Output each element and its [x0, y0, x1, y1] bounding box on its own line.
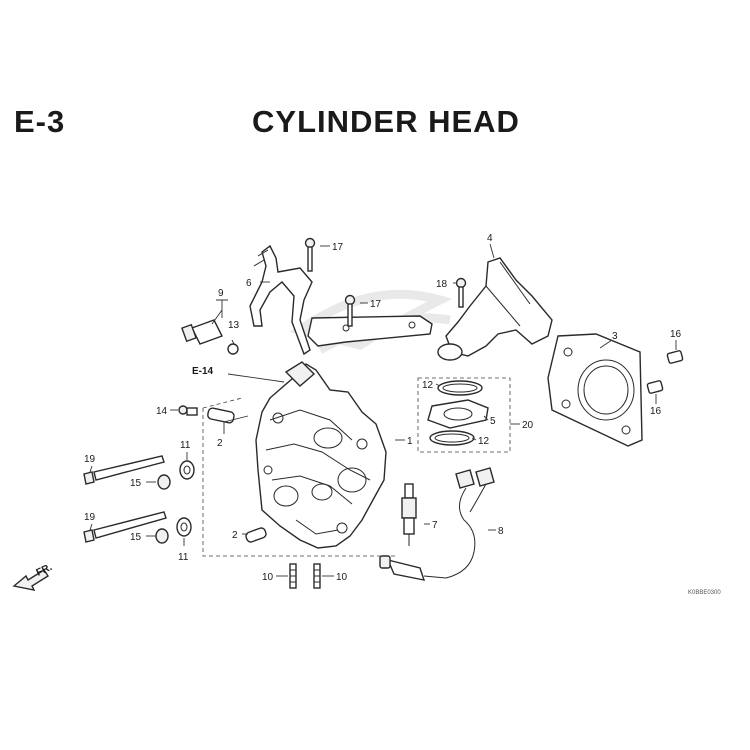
guide-pin-2-lower — [245, 527, 267, 543]
stud-10-right — [313, 563, 321, 589]
temperature-sensor-part — [181, 319, 239, 355]
o2-sensor-part — [379, 467, 495, 581]
callout-12-upper: 12 — [422, 380, 434, 391]
callout-2-lower: 2 — [232, 530, 238, 541]
nut-15-upper — [157, 474, 171, 490]
callout-labels: 17 17 6 9 13 18 4 3 16 16 12 12 5 20 1 1… — [84, 233, 682, 583]
callout-20: 20 — [522, 420, 534, 431]
breather-stay-part — [249, 244, 313, 356]
o-ring-12-upper — [437, 380, 483, 396]
assembly-box-insulator — [417, 377, 520, 453]
flange-bolt-17-upper — [304, 237, 316, 272]
cylinder-head-gasket-part — [547, 333, 643, 447]
front-direction-label: FR. — [35, 562, 54, 579]
callout-19-upper: 19 — [84, 454, 96, 465]
callout-15-upper: 15 — [130, 478, 142, 489]
dowel-pin-16-lower — [646, 380, 664, 394]
o-ring-12-lower — [429, 430, 475, 446]
callout-7: 7 — [432, 520, 438, 531]
callout-3: 3 — [612, 331, 618, 342]
assembly-box-cylinder-head — [202, 397, 405, 557]
callout-11-lower: 11 — [178, 552, 189, 563]
callout-16-upper: 16 — [670, 329, 682, 340]
callout-4: 4 — [487, 233, 493, 244]
callout-9: 9 — [218, 288, 224, 299]
callout-5: 5 — [490, 416, 496, 427]
section-code: E-3 — [14, 104, 66, 139]
flange-bolt-18 — [455, 277, 467, 308]
callout-12-lower: 12 — [478, 436, 490, 447]
callout-6: 6 — [246, 278, 252, 289]
callout-14: 14 — [156, 406, 168, 417]
callout-10-right: 10 — [336, 572, 348, 583]
bracket-plate-part — [307, 315, 433, 347]
spark-plug-part — [401, 483, 417, 546]
callout-18: 18 — [436, 279, 448, 290]
callout-17-upper: 17 — [332, 242, 344, 253]
washer-11-upper — [179, 460, 195, 480]
callout-16-lower: 16 — [650, 406, 662, 417]
cylinder-head-part — [255, 361, 387, 549]
washer-11-lower — [176, 517, 192, 537]
callout-11-upper: 11 — [180, 440, 191, 451]
front-direction-arrow — [12, 569, 49, 591]
guide-pin-2-upper — [207, 407, 235, 424]
stud-bolt-19-lower — [83, 511, 167, 543]
stud-bolt-19-upper — [83, 455, 165, 485]
dowel-pin-16-upper — [666, 350, 684, 364]
callout-1: 1 — [407, 436, 413, 447]
callout-13: 13 — [228, 320, 240, 331]
callout-2-upper: 2 — [217, 438, 223, 449]
callout-8: 8 — [498, 526, 504, 537]
callout-17-lower: 17 — [370, 299, 382, 310]
callout-15-lower: 15 — [130, 532, 142, 543]
callout-10-left: 10 — [262, 572, 274, 583]
flange-bolt-17-lower — [344, 294, 356, 327]
intake-pipe-part — [437, 257, 553, 361]
bolt-14 — [178, 405, 198, 416]
drawing-code: K0BBE0300 — [688, 590, 721, 596]
nut-15-lower — [155, 528, 169, 544]
reference-label-e14: E-14 — [192, 366, 214, 377]
stud-10-left — [289, 563, 297, 589]
leader-lines — [89, 243, 677, 577]
callout-19-lower: 19 — [84, 512, 96, 523]
diagram-title: CYLINDER HEAD — [252, 104, 520, 139]
insulator-5 — [427, 399, 489, 429]
